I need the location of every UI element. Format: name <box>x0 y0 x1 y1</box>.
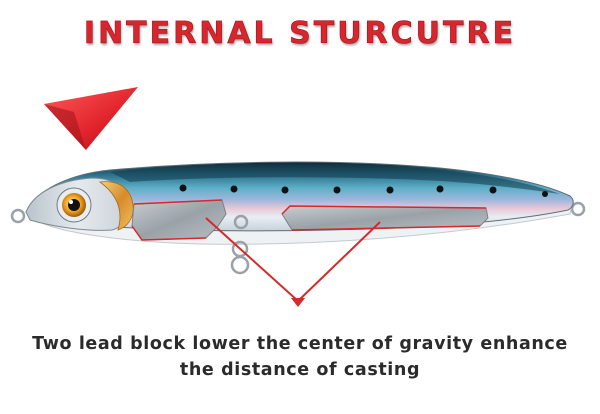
caption-line-2: the distance of casting <box>179 360 421 380</box>
page-title: INTERNAL STURCUTRE <box>83 16 517 52</box>
red-triangle-pointer-icon <box>44 87 138 150</box>
fishing-lure-image <box>10 161 586 275</box>
annotation-lines <box>205 217 381 307</box>
caption: Two lead block lower the center of gravi… <box>0 331 600 383</box>
lead-block-rear <box>281 205 489 231</box>
lure-eye <box>56 187 92 223</box>
lateral-dots <box>179 184 548 197</box>
rear-hook-eye-icon <box>570 201 586 217</box>
caption-line-1: Two lead block lower the center of gravi… <box>32 334 568 354</box>
front-line-tie-icon <box>10 208 26 224</box>
lead-block-front <box>131 199 227 241</box>
belly-hook-eye-icon <box>230 214 250 275</box>
